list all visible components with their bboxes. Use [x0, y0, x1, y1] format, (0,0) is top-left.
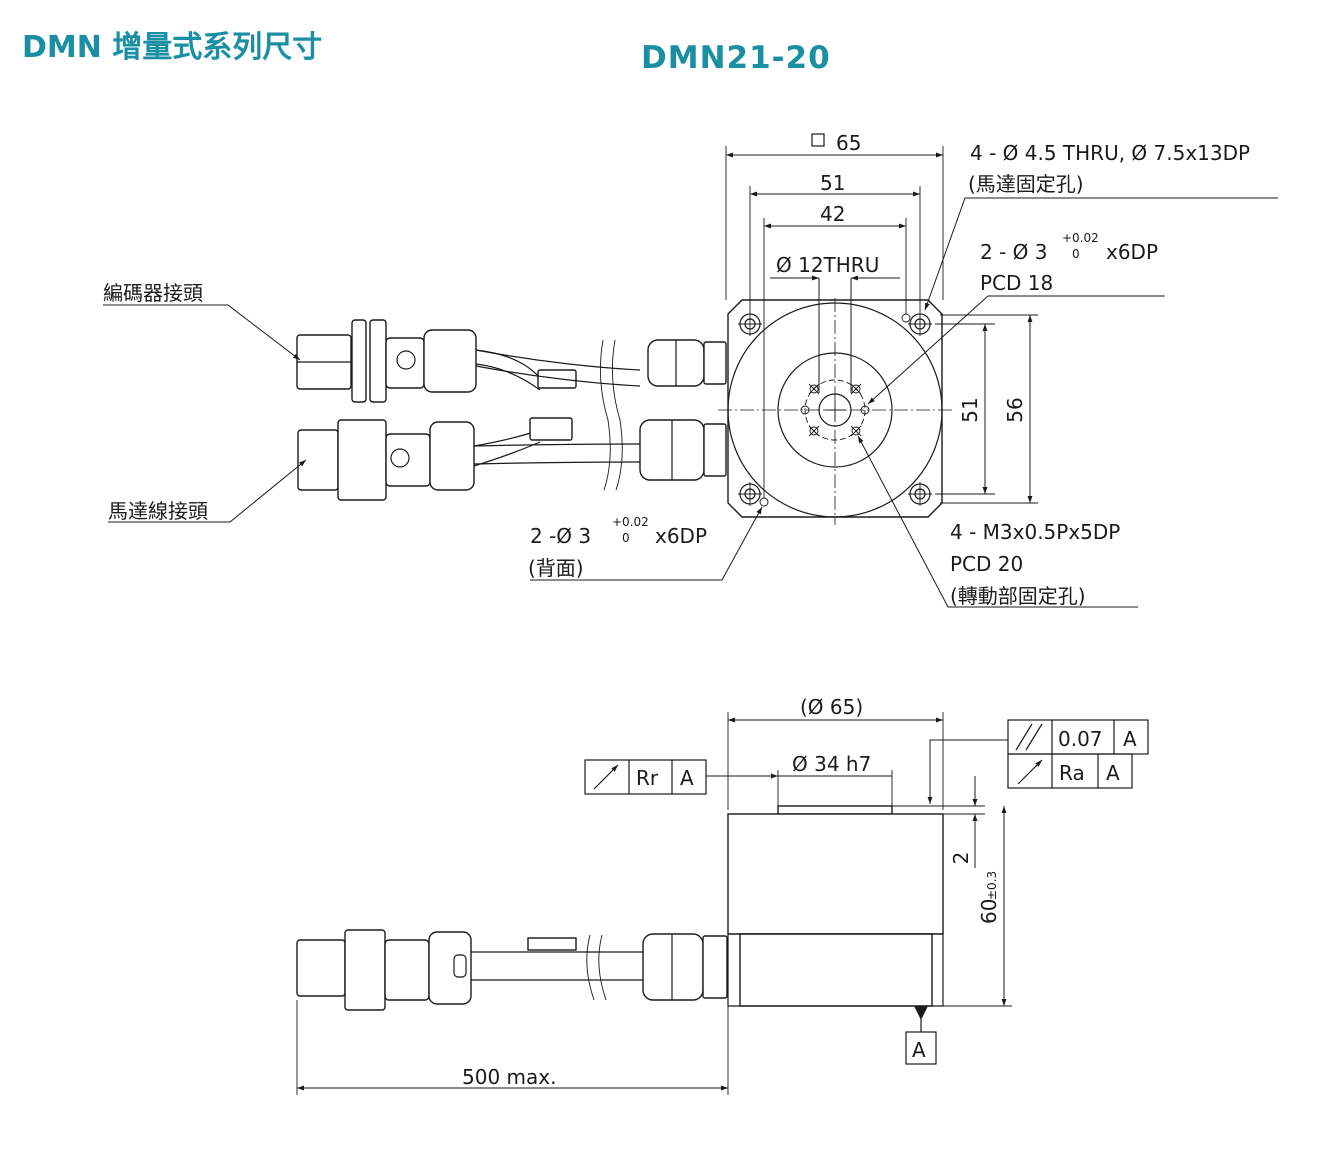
side-body-lower: [739, 933, 933, 1007]
dowel-hole-right: [860, 405, 870, 415]
page-title: DMN 增量式系列尺寸: [22, 30, 323, 65]
mount-hole-tl: [738, 312, 762, 336]
dim-label-42: 42: [820, 202, 845, 226]
dim-label-boss: Ø 34 h7: [792, 752, 871, 776]
leader-back-pin: [530, 506, 763, 581]
leader-motor: [108, 459, 307, 523]
note-pin-holes-tol-upper: +0.02: [1062, 231, 1099, 245]
mount-hole-bl: [738, 482, 762, 506]
dim-label-65: 65: [836, 131, 861, 155]
leader-pin-holes: [867, 295, 1165, 405]
square-symbol: [811, 133, 825, 147]
fcf-left: Rr A: [584, 759, 707, 795]
model-title: DMN21-20: [641, 40, 831, 76]
note-pin-holes-suffix: x6DP: [1106, 240, 1158, 264]
label-encoder-connector: 編碼器接頭: [103, 281, 203, 305]
side-view: (Ø 65) Ø 34 h7 Rr A 0.07 A: [296, 695, 1149, 1095]
leader-rotor-holes: [857, 435, 1138, 608]
note-rotor-holes-1: 4 - M3x0.5Px5DP: [950, 520, 1120, 544]
dim-label-60-tol: ±0.3: [985, 871, 999, 900]
note-back-pin: (背面): [528, 556, 584, 580]
note-back-pin-suffix: x6DP: [655, 524, 707, 548]
fcf-right-datum: A: [1106, 761, 1120, 785]
note-pin-holes-pcd: PCD 18: [980, 271, 1053, 295]
motor-connector: [297, 417, 573, 501]
label-motor-connector: 馬達線接頭: [108, 499, 208, 523]
side-small-plug: [527, 937, 577, 951]
fcf-parallel-datum: A: [1123, 727, 1137, 751]
mount-hole-br: [908, 482, 932, 506]
dim-label-51-v: 51: [958, 397, 982, 422]
boss: [777, 805, 893, 815]
note-mount-holes-2: (馬達固定孔): [968, 172, 1084, 196]
note-back-pin-tol-lower: 0: [622, 531, 630, 545]
top-view: 65 51 42 Ø 12THRU 51 56 4 - Ø 4.5 THRU, …: [103, 131, 1278, 608]
dim-label-boss-height: 2: [949, 852, 973, 865]
note-mount-holes-1: 4 - Ø 4.5 THRU, Ø 7.5x13DP: [970, 141, 1250, 165]
leader-encoder: [103, 304, 301, 361]
leader-mount-holes: [924, 197, 1278, 311]
cable-gland-bottom: [639, 419, 727, 481]
fcf-right: 0.07 A Ra A: [1007, 719, 1149, 789]
encoder-connector: [296, 319, 577, 403]
note-rotor-holes-2: PCD 20: [950, 552, 1023, 576]
dim-label-center-hole: Ø 12THRU: [776, 253, 879, 277]
mount-hole-tr: [908, 312, 932, 336]
note-pin-holes-prefix: 2 - Ø 3: [980, 240, 1047, 264]
fcf-right-runout: Ra: [1059, 761, 1085, 785]
note-back-pin-prefix: 2 -Ø 3: [530, 524, 591, 548]
fcf-left-runout: Rr: [636, 766, 659, 790]
dim-label-56: 56: [1003, 397, 1027, 422]
datum-label: A: [912, 1038, 926, 1062]
datum-triangle: [914, 1006, 928, 1020]
fcf-parallel-value: 0.07: [1058, 727, 1103, 751]
note-rotor-holes-3: (轉動部固定孔): [950, 584, 1086, 608]
dim-label-side-65: (Ø 65): [800, 695, 863, 719]
rotor-holes: [808, 383, 862, 437]
note-back-pin-tol-upper: +0.02: [612, 515, 649, 529]
note-pin-holes-tol-lower: 0: [1072, 247, 1080, 261]
side-connector: [296, 929, 472, 1011]
cable-gland-top: [647, 339, 727, 387]
side-cable-gland: [642, 933, 728, 1001]
dowel-hole-left: [800, 405, 810, 415]
dim-label-cable: 500 max.: [462, 1065, 556, 1089]
datum-box: [905, 1031, 937, 1065]
side-body-upper: [727, 813, 944, 935]
dim-label-60: 60: [977, 899, 1001, 924]
leader-fcf-parallel: [927, 739, 1008, 804]
fcf-left-datum: A: [680, 766, 694, 790]
dim-label-51-h: 51: [820, 171, 845, 195]
